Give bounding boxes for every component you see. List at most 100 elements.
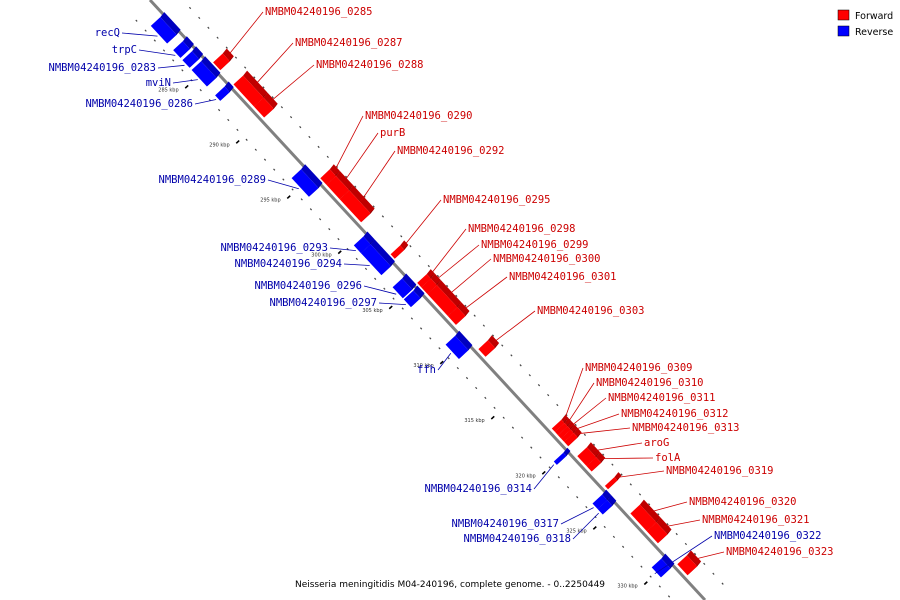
gene-NMBM04240196_0300[interactable] — [427, 280, 462, 316]
gene-NMBM04240196_0318[interactable] — [597, 495, 617, 515]
gene-label[interactable]: NMBM04240196_0301 — [509, 271, 616, 283]
gene-NMBM04240196_0321[interactable] — [646, 517, 672, 544]
gene-label[interactable]: NMBM04240196_0294 — [235, 258, 342, 270]
gene-mviN[interactable] — [191, 56, 221, 87]
gene-NMBM04240196_0301[interactable] — [447, 302, 470, 325]
guide-mark — [621, 545, 625, 548]
gene-label[interactable]: NMBM04240196_0312 — [621, 408, 728, 420]
gene-NMBM04240196_0317[interactable] — [592, 489, 612, 509]
gene-label[interactable]: NMBM04240196_0300 — [493, 253, 600, 265]
gene-top-face — [363, 231, 375, 245]
gene-label[interactable]: NMBM04240196_0287 — [295, 37, 402, 49]
guide-mark — [473, 314, 476, 317]
gene-NMBM04240196_0314[interactable] — [553, 447, 571, 465]
gene-label[interactable]: NMBM04240196_0290 — [365, 110, 472, 122]
guide-mark — [539, 456, 542, 459]
gene-label[interactable]: NMBM04240196_0320 — [689, 496, 796, 508]
gene-label[interactable]: recQ — [95, 27, 120, 39]
gene-label[interactable]: NMBM04240196_0321 — [702, 514, 809, 526]
gene-NMBM04240196_0293[interactable] — [353, 231, 375, 254]
gene-NMBM04240196_0296[interactable] — [392, 273, 417, 299]
tick-mark — [235, 140, 240, 144]
gene-label[interactable]: trpC — [112, 44, 137, 56]
gene-NMBM04240196_0297[interactable] — [403, 285, 425, 308]
gene-NMBM04240196_0295[interactable] — [390, 240, 409, 259]
guide-mark — [317, 145, 320, 149]
guide-mark — [612, 535, 616, 539]
leader-line — [227, 11, 264, 57]
gene-label[interactable]: NMBM04240196_0286 — [86, 98, 193, 110]
gene-NMBM04240196_0313[interactable] — [564, 427, 582, 447]
gene-label[interactable]: NMBM04240196_0299 — [481, 239, 588, 251]
gene-NMBM04240196_0286[interactable] — [215, 81, 234, 101]
gene-label[interactable]: NMBM04240196_0317 — [452, 518, 559, 530]
tick-mark — [643, 581, 648, 586]
gene-NMBM04240196_0303[interactable] — [478, 335, 500, 357]
gene-label[interactable]: NMBM04240196_0295 — [443, 194, 550, 206]
gene-front-face — [403, 290, 421, 308]
gene-label[interactable]: NMBM04240196_0314 — [425, 483, 532, 495]
gene-label[interactable]: NMBM04240196_0310 — [596, 377, 703, 389]
gene-folA[interactable] — [586, 452, 606, 472]
gene-label[interactable]: mviN — [146, 77, 171, 89]
gene-aroG[interactable] — [577, 442, 601, 466]
gene-label[interactable]: NMBM04240196_0283 — [49, 62, 156, 74]
gene-label[interactable]: NMBM04240196_0318 — [464, 533, 571, 545]
gene-NMBM04240196_0288[interactable] — [253, 92, 278, 118]
gene-label[interactable]: NMBM04240196_0322 — [714, 530, 821, 542]
gene-top-face — [436, 280, 462, 308]
gene-NMBM04240196_0323[interactable] — [677, 550, 702, 576]
gene-trpC[interactable] — [173, 36, 194, 58]
guide-mark — [328, 228, 331, 231]
gene-label[interactable]: NMBM04240196_0297 — [270, 297, 377, 309]
tick-mark — [388, 305, 393, 310]
gene-label[interactable]: NMBM04240196_0309 — [585, 362, 692, 374]
tick-label: 310 kbp — [413, 363, 433, 369]
leader-line — [600, 457, 654, 459]
gene-NMBM04240196_0299[interactable] — [421, 273, 441, 295]
gene-label[interactable]: folA — [655, 452, 681, 464]
gene-label[interactable]: NMBM04240196_0296 — [255, 280, 362, 292]
gene-label[interactable]: NMBM04240196_0323 — [726, 546, 833, 558]
guide-mark — [337, 237, 340, 241]
gene-NMBM04240196_0319[interactable] — [604, 472, 622, 490]
gene-label[interactable]: NMBM04240196_0285 — [265, 6, 372, 18]
gene-front-face — [390, 245, 405, 259]
gene-label[interactable]: NMBM04240196_0311 — [608, 392, 715, 404]
gene-label[interactable]: NMBM04240196_0313 — [632, 422, 739, 434]
tick-mark — [337, 250, 342, 255]
gene-NMBM04240196_0320[interactable] — [630, 499, 661, 532]
gene-recQ[interactable] — [150, 12, 181, 44]
gene-label[interactable]: NMBM04240196_0319 — [666, 465, 773, 477]
gene-NMBM04240196_0294[interactable] — [360, 239, 395, 276]
gene-ffh[interactable] — [445, 330, 473, 359]
leader-line — [343, 132, 379, 183]
gene-NMBM04240196_0322[interactable] — [651, 553, 675, 578]
gene-label[interactable]: NMBM04240196_0292 — [397, 145, 504, 157]
gene-label[interactable]: ffh — [417, 364, 436, 376]
leader-line — [269, 64, 315, 103]
guide-mark — [135, 19, 138, 22]
gene-label[interactable]: NMBM04240196_0288 — [316, 59, 423, 71]
gene-label[interactable]: NMBM04240196_0289 — [159, 174, 266, 186]
gene-label[interactable]: NMBM04240196_0303 — [537, 305, 644, 317]
leader-line — [138, 49, 176, 56]
gene-NMBM04240196_0312[interactable] — [561, 424, 578, 442]
gene-NMBM04240196_0311[interactable] — [558, 421, 575, 439]
gene-label[interactable]: NMBM04240196_0298 — [468, 223, 575, 235]
guide-mark — [345, 175, 348, 178]
gene-label[interactable]: purB — [380, 127, 405, 139]
gene-NMBM04240196_0289[interactable] — [291, 164, 323, 197]
gene-label[interactable]: aroG — [644, 437, 669, 449]
gene-label[interactable]: NMBM04240196_0293 — [221, 242, 328, 254]
guide-mark — [684, 542, 688, 546]
guide-mark — [675, 532, 678, 536]
guide-mark — [456, 366, 459, 370]
gene-front-face — [604, 477, 618, 490]
gene-front-face — [173, 41, 190, 58]
gene-NMBM04240196_0283[interactable] — [182, 46, 204, 68]
gene-top-face — [201, 56, 221, 78]
guide-mark — [502, 416, 505, 419]
guide-mark — [225, 46, 228, 49]
gene-front-face — [478, 340, 496, 357]
